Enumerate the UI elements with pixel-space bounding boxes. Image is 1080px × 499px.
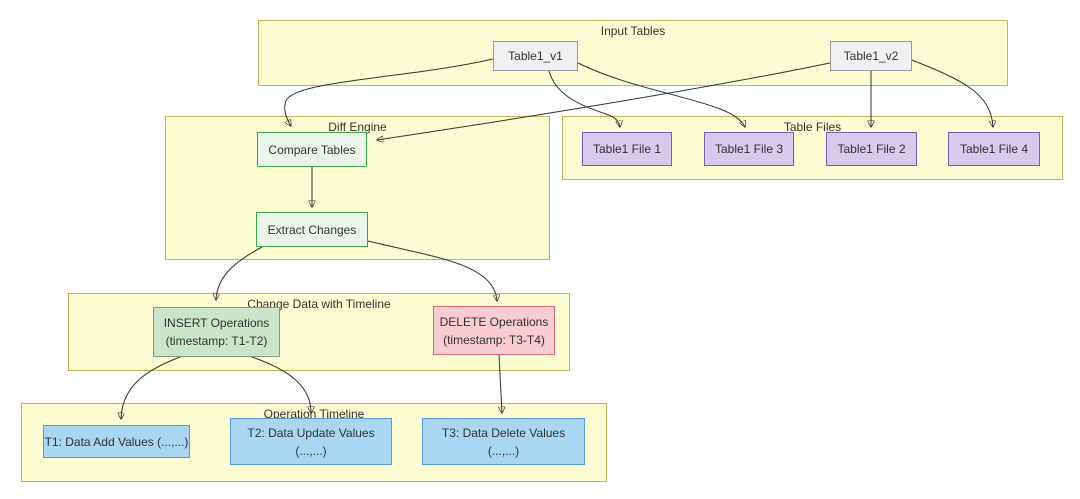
node-extract-changes: Extract Changes: [256, 212, 368, 247]
node-table1-file-1-label: Table1 File 1: [592, 142, 662, 156]
edge-table1-v2-to-table1-file-4: [911, 59, 993, 127]
node-delete-operations-label: DELETE Operations: [439, 314, 549, 329]
group-input-tables-title: Input Tables: [600, 24, 666, 38]
edge-table1-v1-to-table1-file-3: [577, 62, 745, 127]
node-compare-tables-label: Compare Tables: [268, 142, 356, 157]
edge-delete-operations-to-t3: [499, 354, 502, 413]
node-table1-v2: Table1_v2: [830, 41, 912, 71]
node-t2-data-update-sublabel: (...,...): [295, 443, 327, 458]
node-delete-operations-sublabel: (timestamp: T3-T4): [443, 332, 545, 347]
edge-insert-operations-to-t1: [121, 356, 181, 419]
node-t1-data-add-label: T1: Data Add Values (...,...): [44, 434, 189, 449]
node-t1-data-add: T1: Data Add Values (...,...): [43, 425, 190, 458]
node-table1-file-4: Table1 File 4: [948, 132, 1040, 166]
node-compare-tables: Compare Tables: [257, 132, 367, 167]
node-table1-file-3: Table1 File 3: [704, 132, 794, 166]
group-table-files-title: Table Files: [783, 120, 842, 134]
node-extract-changes-label: Extract Changes: [267, 222, 357, 237]
group-change-data-title: Change Data with Timeline: [247, 297, 391, 311]
node-table1-v2-label: Table1_v2: [843, 49, 899, 63]
node-table1-file-1: Table1 File 1: [582, 132, 672, 166]
node-table1-file-3-label: Table1 File 3: [714, 142, 784, 156]
node-t2-data-update-label: T2: Data Update Values: [247, 425, 375, 440]
node-delete-operations: DELETE Operations (timestamp: T3-T4): [433, 306, 555, 355]
node-table1-v1: Table1_v1: [493, 41, 578, 71]
node-t2-data-update: T2: Data Update Values (...,...): [230, 418, 392, 465]
node-table1-file-4-label: Table1 File 4: [959, 142, 1029, 156]
edge-insert-operations-to-t2: [251, 356, 311, 413]
node-table1-file-2-label: Table1 File 2: [837, 142, 906, 156]
node-insert-operations-sublabel: (timestamp: T1-T2): [165, 334, 268, 348]
node-t3-data-delete-sublabel: (...,...): [487, 443, 520, 458]
node-table1-v1-label: Table1_v1: [508, 49, 563, 63]
edge-table1-v1-to-compare-tables: [284, 58, 494, 126]
group-operation-timeline-title: Operation Timeline: [263, 407, 365, 421]
edge-extract-changes-to-insert-operations: [216, 246, 263, 300]
edge-table1-v1-to-table1-file-1: [548, 70, 620, 127]
node-table1-file-2: Table1 File 2: [826, 132, 917, 166]
node-insert-operations-label: INSERT Operations: [163, 316, 270, 330]
node-insert-operations: INSERT Operations (timestamp: T1-T2): [153, 307, 280, 357]
node-t3-data-delete: T3: Data Delete Values (...,...): [422, 418, 585, 465]
node-t3-data-delete-label: T3: Data Delete Values: [441, 425, 566, 440]
group-diff-engine-title: Diff Engine: [328, 120, 387, 134]
edge-table1-v2-to-compare-tables: [377, 62, 831, 140]
edge-extract-changes-to-delete-operations: [367, 240, 497, 301]
